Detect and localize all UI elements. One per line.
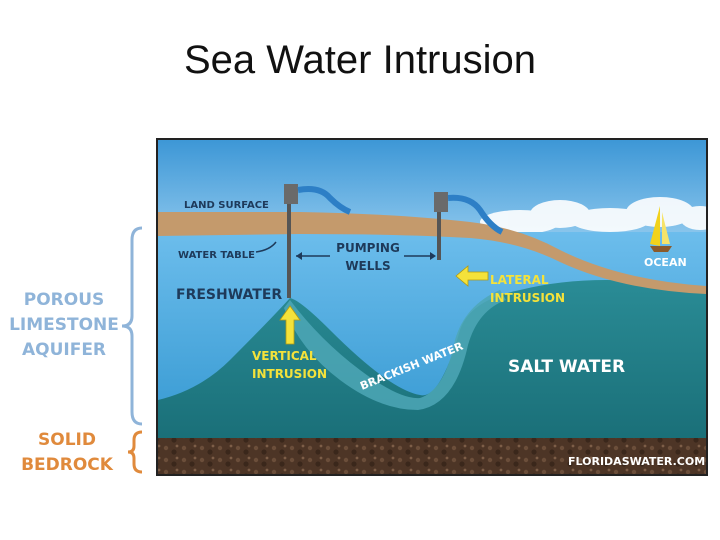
bedrock-label-line: BEDROCK — [21, 455, 113, 475]
land-surface-layer — [158, 212, 706, 294]
pumping-wells-label: WELLS — [345, 259, 390, 273]
water-table-label: WATER TABLE — [178, 250, 255, 261]
sailboat — [650, 206, 672, 252]
water-table-arrow — [255, 241, 277, 253]
slide-title: Sea Water Intrusion — [183, 38, 536, 82]
pumping-wells-arrows — [296, 252, 436, 260]
bedrock-label-line: SOLID — [38, 430, 96, 450]
bedrock-label: SOLID BEDROCK — [14, 428, 120, 478]
credit-label: FLORIDASWATER.COM — [568, 455, 705, 468]
vertical-intrusion-arrow[interactable] — [279, 305, 301, 345]
aquifer-label-line: POROUS — [23, 290, 105, 310]
aquifer-label-line: AQUIFER — [21, 340, 107, 360]
lateral-intrusion-label: INTRUSION — [490, 291, 565, 305]
brackish-zone — [284, 290, 506, 410]
land-surface-label: LAND SURFACE — [184, 200, 269, 211]
clouds — [480, 197, 706, 234]
bedrock-brace — [127, 430, 143, 474]
aquifer-label-line: LIMESTONE — [9, 315, 119, 335]
salt-water-label: SALT WATER — [508, 357, 625, 377]
lateral-intrusion-label: LATERAL — [490, 273, 549, 287]
vertical-intrusion-label: INTRUSION — [252, 367, 327, 381]
aquifer-brace — [121, 226, 143, 426]
ocean-label: OCEAN — [644, 256, 687, 269]
pumping-wells-label: PUMPING — [336, 241, 400, 255]
freshwater-label: FRESHWATER — [176, 287, 282, 303]
pumping-well-1 — [284, 184, 352, 298]
lateral-intrusion-arrow[interactable] — [455, 265, 489, 287]
vertical-intrusion-label: VERTICAL — [252, 349, 317, 363]
pumping-well-2 — [434, 192, 504, 260]
aquifer-label: POROUS LIMESTONE AQUIFER — [8, 288, 120, 363]
bedrock-layer — [158, 438, 706, 474]
freshwater-zone — [158, 232, 706, 400]
